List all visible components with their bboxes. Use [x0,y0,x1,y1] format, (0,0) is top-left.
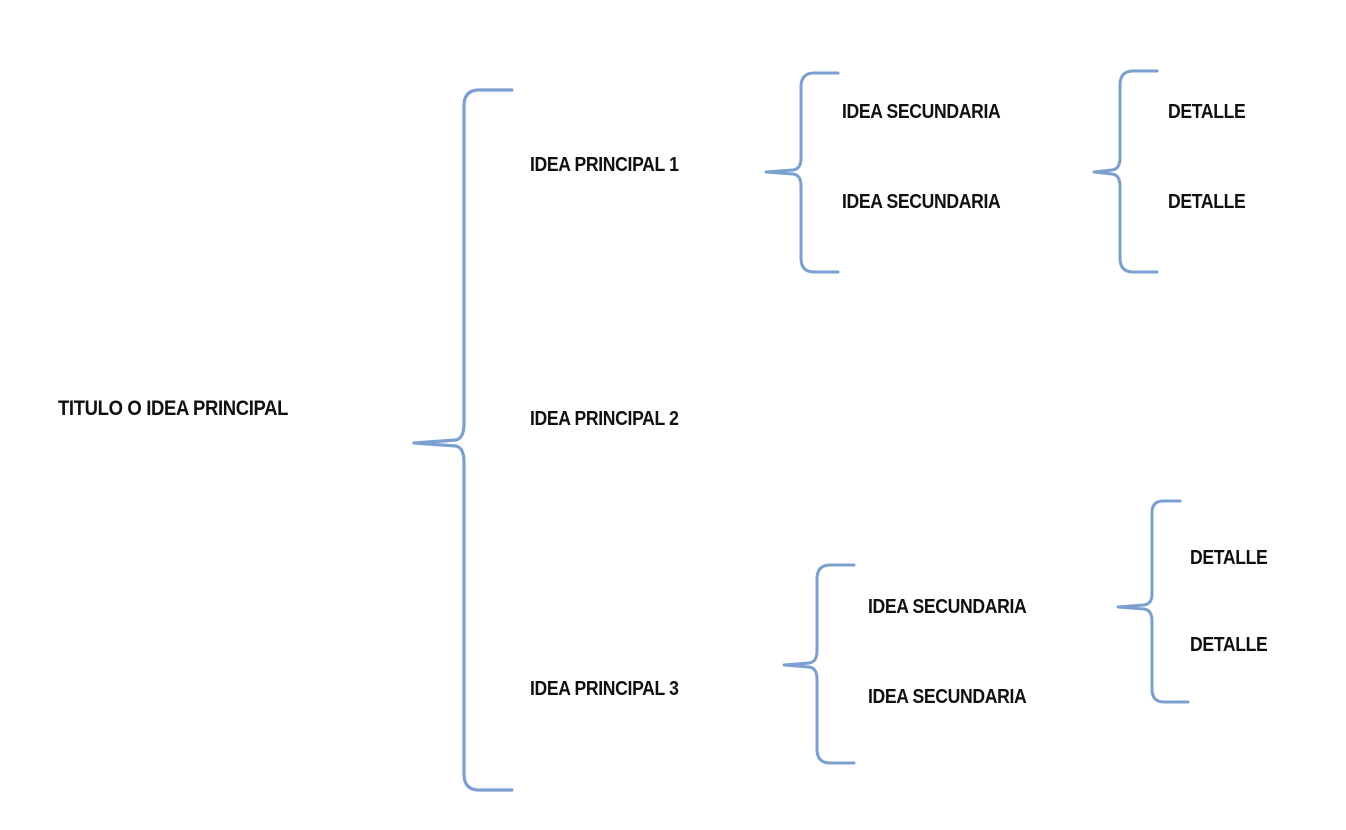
node-secondary-idea-1a: IDEA SECUNDARIA [842,101,1001,123]
node-detail-1a: DETALLE [1168,101,1246,123]
node-detail-3b: DETALLE [1190,634,1268,656]
node-main-idea-3: IDEA PRINCIPAL 3 [530,678,679,700]
node-secondary-idea-3a: IDEA SECUNDARIA [868,596,1027,618]
brace-sec-3a-children [1116,499,1190,704]
node-detail-1b: DETALLE [1168,191,1246,213]
node-main-idea-1: IDEA PRINCIPAL 1 [530,154,679,176]
node-detail-3a: DETALLE [1190,547,1268,569]
brace-main-3-children [782,563,856,765]
brace-main-1-children [764,71,840,274]
node-secondary-idea-1b: IDEA SECUNDARIA [842,191,1001,213]
brace-root [412,88,514,792]
node-root-title: TITULO O IDEA PRINCIPAL [58,397,289,420]
node-main-idea-2: IDEA PRINCIPAL 2 [530,408,679,430]
brace-sec-1a-children [1092,69,1159,274]
node-secondary-idea-3b: IDEA SECUNDARIA [868,686,1027,708]
